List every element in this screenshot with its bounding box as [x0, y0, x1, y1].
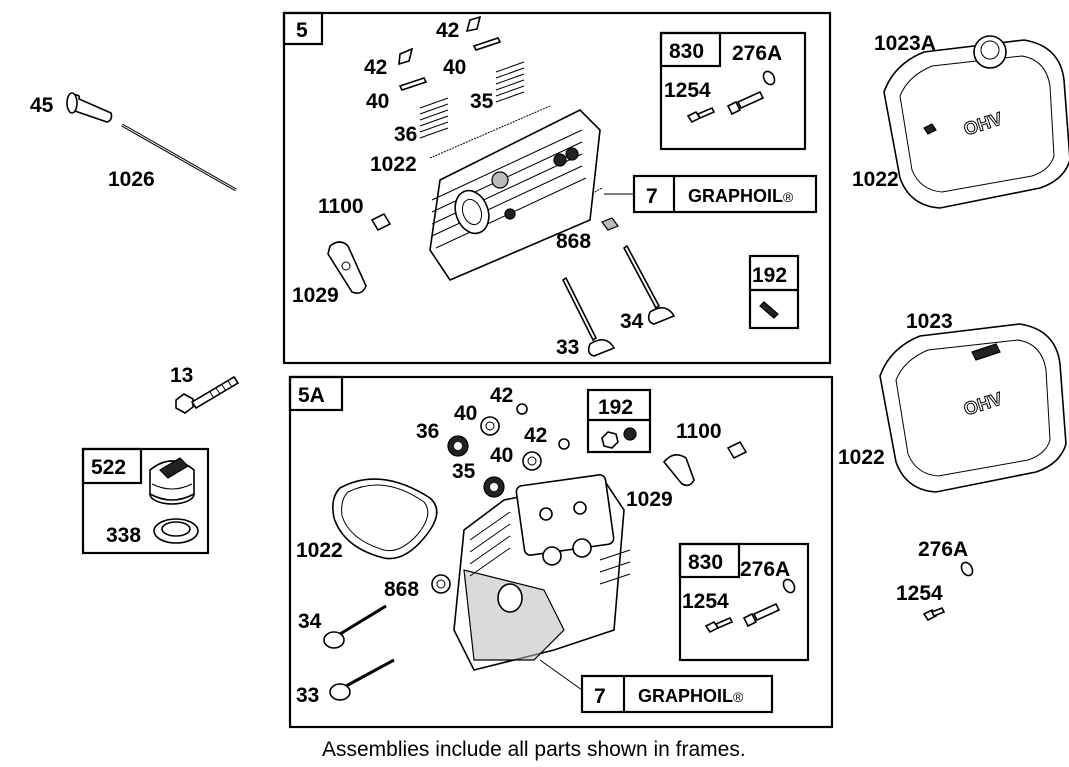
bottom-small-parts [447, 403, 570, 498]
frame-5 [282, 11, 832, 365]
label-b40a: 40 [454, 402, 477, 425]
label-b42b: 42 [524, 424, 547, 447]
rocker-arm-1029-bottom [662, 454, 695, 487]
kit-192-top-text: 192 [752, 264, 787, 287]
kit-830-top-tag [659, 31, 722, 68]
label-r1022b: 1022 [838, 446, 885, 469]
label-45: 45 [30, 94, 54, 117]
kit-192-bottom-text: 192 [598, 396, 633, 419]
graphoil-bottom-text: GRAPHOIL® [638, 686, 744, 706]
graphoil-bottom [580, 674, 774, 714]
label-13: 13 [170, 364, 193, 387]
valve-cover-1023A: OHV [883, 35, 1069, 209]
kit-830-bottom-text: 830 [688, 551, 723, 574]
label-t40a: 40 [443, 56, 466, 79]
valve-cover-1023: OHV [879, 323, 1067, 493]
kit-192-top [748, 254, 800, 330]
valve-spring-36 [419, 97, 449, 139]
cylinder-head-bottom [453, 474, 631, 671]
frame-522-tag [81, 447, 143, 485]
valve-34-bottom [323, 604, 387, 649]
label-1254-bottom: 1254 [682, 590, 729, 613]
label-t42b: 42 [364, 56, 387, 79]
keeper-42-a [465, 15, 482, 33]
valve-33-top [561, 276, 616, 357]
head-gasket-1022-top [429, 105, 603, 269]
frame-5A-tag-text: 5A [298, 384, 325, 407]
graphoil-bottom-num: 7 [594, 685, 606, 708]
retainer-40-a [472, 37, 502, 51]
label-r1023A: 1023A [874, 32, 936, 55]
frame-5-tag-text: 5 [296, 19, 308, 42]
frame-522 [81, 447, 210, 555]
kit-830-bottom-parts [704, 578, 796, 634]
graphoil-top-text: GRAPHOIL® [688, 186, 794, 206]
label-b34: 34 [298, 610, 322, 633]
label-t33: 33 [556, 336, 579, 359]
label-b40b: 40 [490, 444, 513, 467]
label-t34: 34 [620, 310, 644, 333]
label-b1029: 1029 [626, 488, 673, 511]
label-b33: 33 [296, 684, 319, 707]
oil-fill-cap [149, 457, 195, 505]
label-276A-top: 276A [732, 42, 782, 65]
label-t1029: 1029 [292, 284, 339, 307]
label-b35: 35 [452, 460, 476, 483]
valve-spring-35 [495, 61, 525, 103]
label-b36: 36 [416, 420, 439, 443]
kit-830-top [659, 31, 807, 151]
frame-522-tag-text: 522 [91, 456, 126, 479]
seal-338 [153, 518, 199, 544]
seal-868-bottom [431, 574, 451, 594]
rocker-arm-1029-top [327, 241, 367, 294]
label-b1100: 1100 [676, 420, 722, 443]
label-338: 338 [106, 524, 141, 547]
label-b42a: 42 [490, 384, 513, 407]
push-rod-1026 [121, 123, 237, 192]
keeper-42-b [398, 47, 414, 66]
label-1026: 1026 [108, 168, 155, 191]
kit-830-bottom-tag [678, 542, 741, 579]
nut-1100-bottom [726, 440, 748, 460]
gasket-1022-bottom [332, 478, 438, 560]
push-rod-guide-45 [66, 92, 113, 123]
label-r1254: 1254 [896, 582, 943, 605]
frame-5-tag [282, 11, 324, 46]
label-b1022: 1022 [296, 539, 343, 562]
set-screw-192-top [759, 301, 779, 319]
nut-screw-192-bottom [601, 427, 637, 449]
graphoil-top-num: 7 [646, 185, 658, 208]
label-t42a: 42 [436, 19, 459, 42]
label-t36: 36 [394, 123, 417, 146]
nut-1100 [370, 212, 392, 232]
frame-5A [288, 375, 834, 729]
kit-830-bottom [678, 542, 810, 662]
label-r276A: 276A [918, 538, 968, 561]
kit-830-top-parts [686, 70, 776, 124]
valve-33-bottom [329, 658, 395, 701]
label-b868: 868 [384, 578, 419, 601]
kit-830-top-text: 830 [669, 40, 704, 63]
label-r1023: 1023 [906, 310, 953, 333]
cylinder-head-top [429, 109, 601, 281]
retainer-40-b [398, 77, 428, 91]
label-r1022a: 1022 [852, 168, 899, 191]
label-t40b: 40 [366, 90, 389, 113]
label-t1022: 1022 [370, 153, 417, 176]
label-276A-bottom: 276A [740, 558, 790, 581]
loose-washer-bolt [922, 561, 974, 622]
label-t1100: 1100 [318, 195, 364, 218]
seal-868-top [601, 217, 619, 231]
label-1254-top: 1254 [664, 79, 711, 102]
valve-34-top [622, 244, 676, 325]
label-t35: 35 [470, 90, 494, 113]
label-t868: 868 [556, 230, 591, 253]
bolt-13 [175, 375, 240, 414]
caption: Assemblies include all parts shown in fr… [322, 738, 746, 761]
frame-5A-tag [288, 375, 344, 412]
